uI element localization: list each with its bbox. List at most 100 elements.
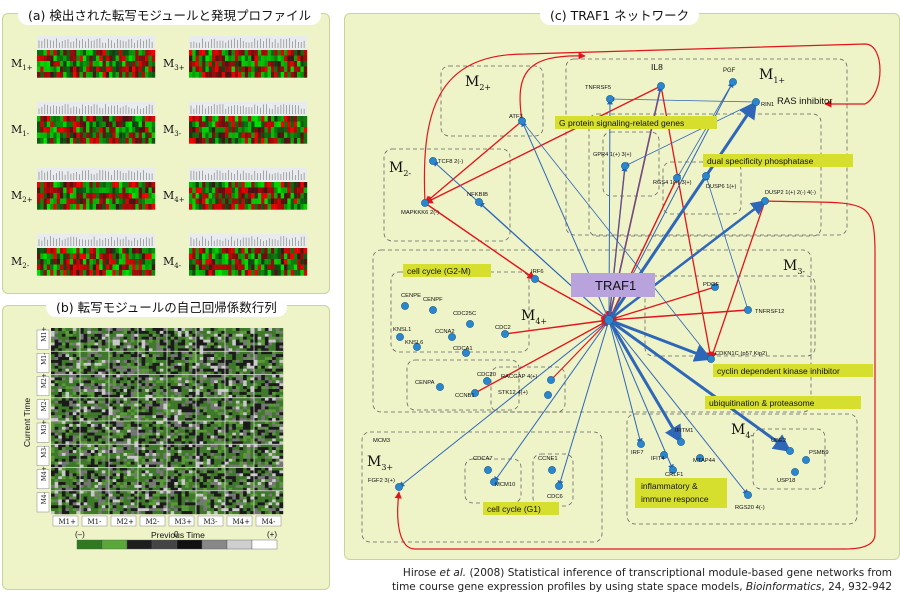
matrix-cell [177,403,182,407]
matrix-cell [94,391,99,396]
matrix-cell [199,336,204,340]
matrix-cell [170,426,175,430]
matrix-cell [199,383,204,387]
matrix-cell [232,458,237,462]
heatmap-cell [73,198,77,205]
heatmap-cell [138,61,143,67]
heatmap-cell [277,72,281,78]
heatmap-cell [105,193,110,199]
matrix-cell [61,476,66,480]
heatmap-cell [37,138,41,144]
heatmap-cell [63,121,67,128]
matrix-cell [61,345,66,349]
heatmap-cell [195,248,200,254]
heatmap-cell [102,72,107,78]
matrix-cell [261,386,266,390]
heatmap-cell [151,198,156,205]
heatmap-cell [105,138,110,144]
matrix-cell [203,447,208,451]
matrix-cell [225,359,229,364]
matrix-block [109,397,139,422]
matrix-cell [221,330,226,335]
matrix-cell [156,450,160,454]
heatmap-cell [198,198,203,205]
matrix-cell [159,389,164,393]
heatmap-cell [73,50,77,56]
heatmap-cell [228,61,232,67]
heatmap-cell [192,253,196,260]
heatmap-cell [43,259,48,265]
heatmap-cell [79,121,84,128]
matrix-cell [119,339,124,343]
matrix-cell [90,432,95,436]
heatmap-cell [218,66,222,73]
heatmap-cell [40,66,44,73]
matrix-cell [177,421,182,425]
matrix-cell [192,368,197,372]
matrix-cell [261,412,266,416]
matrix-cell [275,418,280,422]
matrix-cell [167,415,171,419]
matrix-cell [94,421,99,425]
matrix-cell [138,438,142,442]
matrix-cell [87,336,92,340]
matrix-cell [69,383,73,387]
matrix-cell [54,470,59,474]
matrix-cell [177,426,182,430]
heatmap-cell [115,193,120,199]
matrix-cell [159,345,164,349]
heatmap-cell [231,204,236,210]
matrix-cell [109,418,113,422]
matrix-cell [246,406,251,410]
matrix-cell [221,421,226,425]
heatmap-cell [189,259,193,265]
matrix-cell [217,403,222,407]
heatmap-cell [69,66,74,73]
matrix-cell [261,435,266,439]
matrix-cell [217,426,222,430]
matrix-cell [98,452,102,457]
matrix-cell [188,397,193,401]
matrix-cell [76,429,81,433]
matrix-cell [243,432,247,436]
matrix-cell [225,432,229,436]
matrix-cell [239,403,244,407]
heatmap-cell [148,187,152,194]
matrix-cell [174,400,179,404]
heatmap-cell [82,198,87,205]
matrix-cell [72,432,77,436]
matrix-cell [65,386,70,390]
matrix-cell [65,461,70,465]
heatmap-cell [73,121,77,128]
matrix-cell [177,394,182,398]
heatmap-cell [148,182,152,188]
matrix-cell [214,328,218,332]
matrix-block [254,328,284,352]
matrix-cell [185,342,189,346]
matrix-cell [272,464,276,468]
matrix-cell [250,359,255,364]
matrix-cell [210,406,215,410]
matrix-cell [127,362,131,366]
matrix-cell [181,394,186,398]
matrix-block [225,421,255,445]
matrix-cell [69,473,73,477]
matrix-cell [275,458,280,462]
matrix-cell [192,383,197,387]
matrix-cell [94,394,99,398]
heatmap-cell [59,116,64,122]
heatmap-cell [112,204,116,210]
heatmap-cell [257,127,262,133]
heatmap-cell [287,50,291,56]
matrix-cell [141,403,146,407]
heatmap-cell [109,259,113,265]
matrix-cell [235,458,240,462]
matrix-cell [210,394,215,398]
heatmap-cell [234,248,239,254]
matrix-cell [221,432,226,436]
heatmap-cell [92,116,97,122]
matrix-cell [65,426,70,430]
heatmap-cell [211,259,216,265]
matrix-cell [264,452,269,457]
matrix-cell [196,359,200,364]
